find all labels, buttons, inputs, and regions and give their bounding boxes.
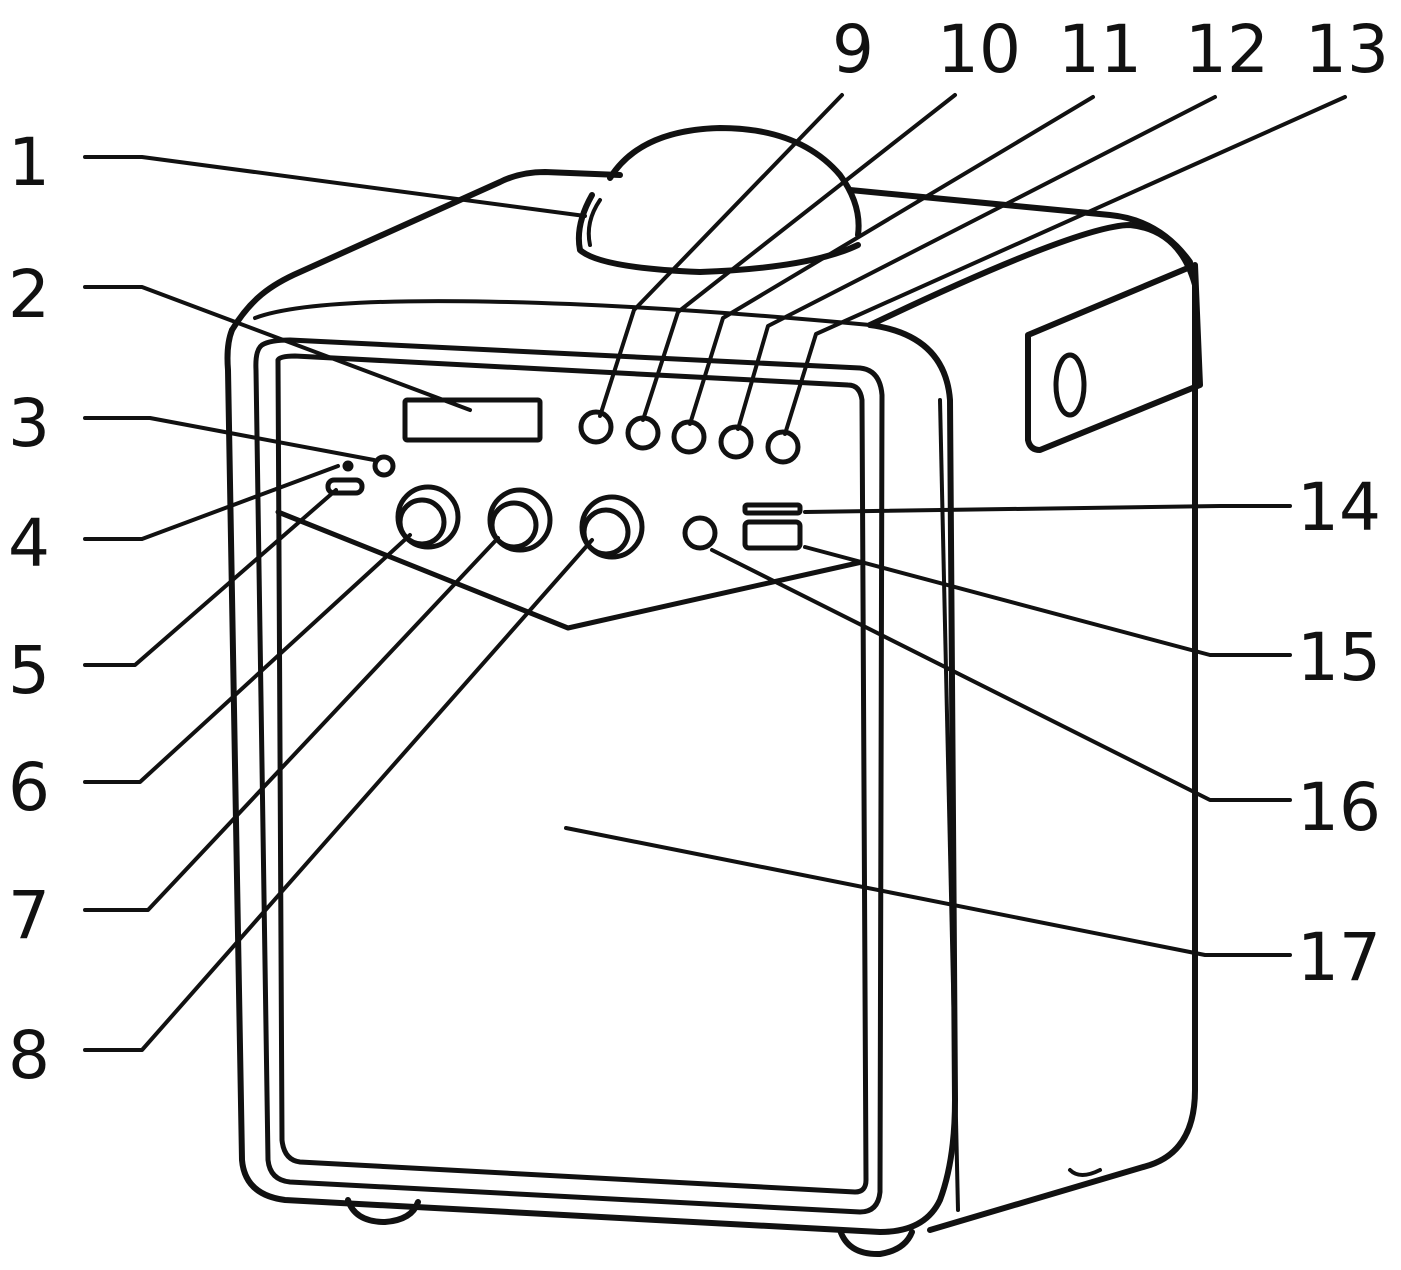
front-frame — [253, 337, 885, 1215]
button-4 — [718, 424, 754, 460]
top-face — [229, 169, 1193, 333]
audio-jack — [682, 515, 718, 551]
side-top-curve — [867, 222, 1198, 328]
callout-10: 10 — [937, 11, 1021, 88]
callout-1: 1 — [8, 124, 50, 201]
leader-13 — [783, 95, 1347, 436]
callout-12: 12 — [1185, 11, 1269, 88]
side-handle — [1025, 262, 1203, 453]
foot-back — [1068, 1168, 1102, 1177]
callout-6: 6 — [8, 749, 50, 826]
callout-15: 15 — [1297, 619, 1381, 696]
leader-1 — [83, 155, 587, 218]
leader-8 — [83, 538, 594, 1052]
callout-labels: 1 2 3 4 5 6 7 8 9 10 11 12 13 14 15 16 1… — [8, 11, 1389, 1094]
callout-4: 4 — [8, 505, 50, 582]
front-shell-outer — [224, 322, 958, 1235]
button-3 — [671, 419, 707, 455]
display-window — [402, 397, 543, 443]
control-panel — [325, 397, 803, 560]
button-5 — [765, 429, 801, 465]
callout-2: 2 — [8, 256, 50, 333]
callout-17: 17 — [1297, 919, 1381, 996]
small-indicator-dot — [342, 460, 354, 472]
leader-9 — [598, 93, 844, 418]
callout-7: 7 — [8, 877, 50, 954]
top-front-edge — [253, 299, 872, 327]
callout-11: 11 — [1058, 11, 1142, 88]
callout-16: 16 — [1297, 769, 1381, 846]
button-1 — [578, 409, 614, 445]
leader-11 — [688, 95, 1095, 426]
usb-c-port — [325, 477, 365, 496]
grille-chevron — [275, 509, 865, 631]
indicator-led — [372, 454, 396, 478]
leader-lines — [83, 93, 1347, 1052]
side-right-edge — [927, 282, 1198, 1233]
callout-3: 3 — [8, 385, 50, 462]
leader-4 — [83, 464, 340, 541]
foot-left — [345, 1197, 421, 1225]
leader-12 — [736, 95, 1217, 431]
top-handle — [575, 125, 862, 275]
leader-6 — [83, 533, 412, 784]
callout-9: 9 — [832, 11, 874, 88]
foot-right — [837, 1227, 915, 1258]
usb-port — [742, 519, 803, 551]
leader-14 — [803, 504, 1292, 514]
leader-16 — [710, 548, 1292, 802]
leader-5 — [83, 488, 338, 667]
card-slot — [742, 502, 803, 516]
callout-13: 13 — [1305, 11, 1389, 88]
leader-15 — [803, 545, 1292, 657]
knob-3 — [579, 494, 645, 560]
knob-2 — [487, 487, 553, 553]
callout-8: 8 — [8, 1017, 50, 1094]
leader-10 — [641, 93, 957, 422]
leader-7 — [83, 536, 500, 912]
callout-14: 14 — [1297, 469, 1381, 546]
callout-5: 5 — [8, 632, 50, 709]
button-2 — [625, 415, 661, 451]
knob-1 — [395, 484, 461, 550]
speaker-body — [224, 169, 1198, 1258]
leader-3 — [83, 416, 376, 462]
leader-2 — [83, 285, 472, 412]
side-inner-line — [938, 398, 960, 1212]
leader-17 — [564, 826, 1292, 957]
